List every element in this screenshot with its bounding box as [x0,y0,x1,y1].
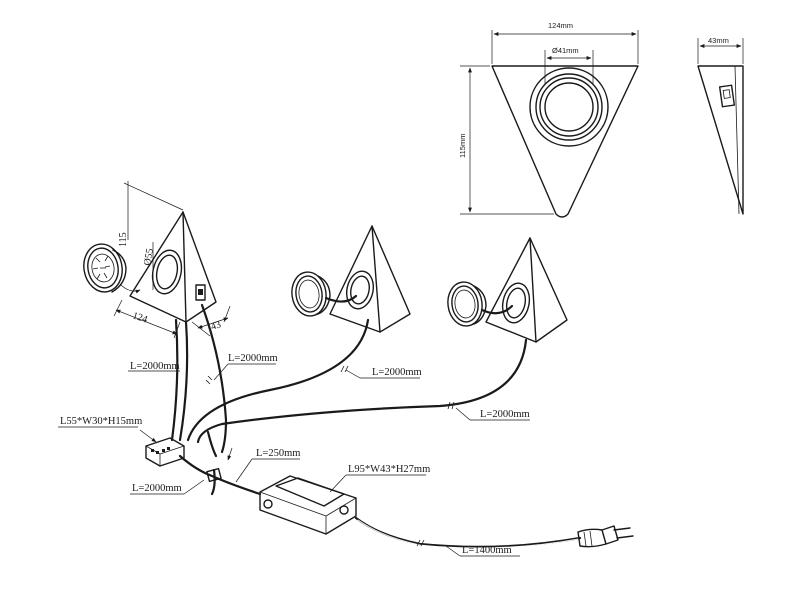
top-height-label: 115mm [458,134,467,158]
plug-cable-label: L=1400mm [462,545,512,556]
side-depth-label: 43mm [708,36,729,45]
distributor-box [145,437,185,467]
lamp-height-label: 115 [118,232,129,247]
led-driver [259,475,357,535]
lamp2-cable-label: L=2000mm [372,367,422,378]
switch-cable-label: L=2000mm [132,483,182,494]
side-view-drawing [697,38,744,215]
cables [170,303,582,549]
driver-size-label: L95*W43*H27mm [348,464,430,475]
driver-link-label: L=250mm [256,448,300,459]
lamp3-cable-label: L=2000mm [480,409,530,420]
mains-plug [577,525,634,548]
top-width-label: 124mm [548,21,573,30]
lamp-3 [447,237,568,343]
lamp-diameter-label: Ø55 [142,248,156,267]
top-hole-label: Ø41mm [552,46,579,55]
inline-connector [206,467,222,483]
cable-breaks [205,365,455,547]
cable-leaders [58,363,530,557]
distributor-size-label: L55*W30*H15mm [60,416,142,427]
lamp-width-label: 124 [131,310,149,325]
lamp1-cable-a-label: L=2000mm [130,361,180,372]
lamp-2 [291,225,411,333]
lamp-depth-label: 43 [210,319,223,333]
lamp1-cable-b-label: L=2000mm [228,353,278,364]
top-view-drawing [460,30,639,218]
lamp-1 [83,181,231,339]
